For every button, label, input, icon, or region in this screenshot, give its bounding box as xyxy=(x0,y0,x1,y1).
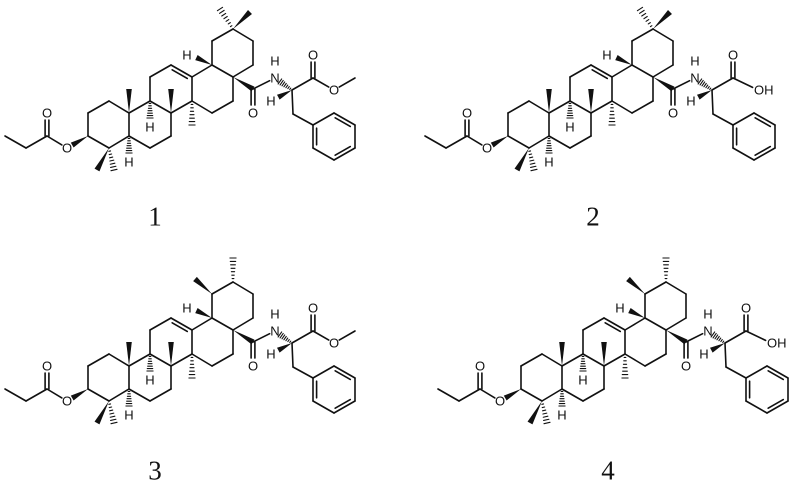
svg-text:H: H xyxy=(615,301,624,316)
svg-text:O: O xyxy=(741,301,751,316)
svg-text:O: O xyxy=(308,301,318,316)
svg-text:O: O xyxy=(62,394,72,409)
svg-text:O: O xyxy=(482,141,492,156)
svg-text:O: O xyxy=(329,83,339,98)
svg-text:H: H xyxy=(266,94,275,109)
svg-text:O: O xyxy=(308,48,318,63)
svg-text:O: O xyxy=(62,141,72,156)
svg-text:H: H xyxy=(270,307,279,322)
svg-text:H: H xyxy=(270,54,279,69)
compound-label-2: 2 xyxy=(586,202,600,233)
svg-text:H: H xyxy=(703,307,712,322)
svg-text:O: O xyxy=(495,394,505,409)
svg-text:O: O xyxy=(728,48,738,63)
svg-text:H: H xyxy=(145,373,154,388)
svg-text:O: O xyxy=(681,359,691,374)
svg-text:H: H xyxy=(124,408,133,423)
svg-text:H: H xyxy=(266,347,275,362)
svg-text:O: O xyxy=(42,359,52,374)
svg-text:O: O xyxy=(462,106,472,121)
svg-text:H: H xyxy=(578,373,587,388)
svg-text:O: O xyxy=(475,359,485,374)
svg-text:O: O xyxy=(329,336,339,351)
svg-text:O: O xyxy=(668,106,678,121)
svg-text:OH: OH xyxy=(767,336,787,351)
compound-label-1: 1 xyxy=(148,202,162,233)
svg-text:H: H xyxy=(699,347,708,362)
svg-text:H: H xyxy=(565,120,574,135)
svg-text:H: H xyxy=(686,94,695,109)
svg-text:H: H xyxy=(602,48,611,63)
svg-text:H: H xyxy=(544,155,553,170)
svg-text:H: H xyxy=(124,155,133,170)
svg-text:H: H xyxy=(182,48,191,63)
svg-text:H: H xyxy=(557,408,566,423)
svg-text:H: H xyxy=(690,54,699,69)
svg-text:O: O xyxy=(248,359,258,374)
svg-text:OH: OH xyxy=(754,83,774,98)
svg-text:H: H xyxy=(145,120,154,135)
svg-text:O: O xyxy=(42,106,52,121)
svg-text:H: H xyxy=(182,301,191,316)
svg-text:O: O xyxy=(248,106,258,121)
